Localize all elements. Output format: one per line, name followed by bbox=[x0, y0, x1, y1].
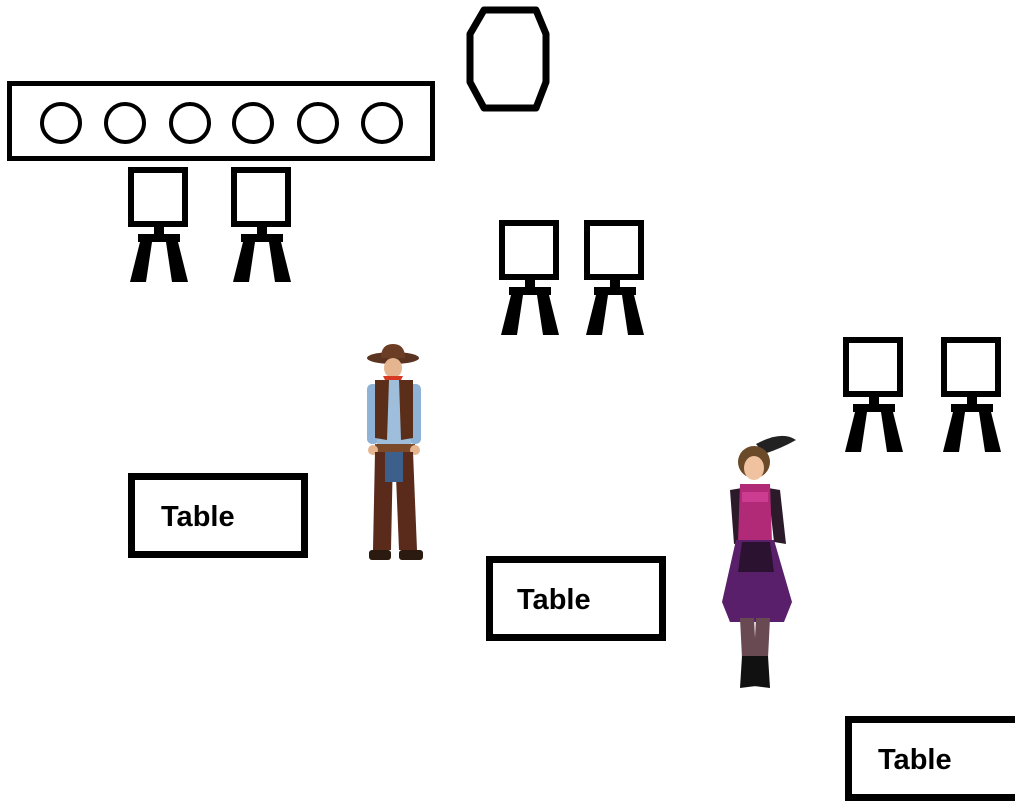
bar-shelf bbox=[7, 81, 435, 161]
shelf-circle bbox=[361, 102, 403, 144]
shelf-circle bbox=[104, 102, 146, 144]
shelf-circle bbox=[297, 102, 339, 144]
table-label: Table bbox=[517, 584, 591, 617]
cowboy-figure bbox=[355, 340, 445, 568]
table-label: Table bbox=[878, 744, 952, 777]
shelf-circle bbox=[40, 102, 82, 144]
chair-icon bbox=[837, 336, 911, 456]
chair-icon bbox=[122, 166, 196, 286]
shelf-circle bbox=[169, 102, 211, 144]
chair-icon bbox=[493, 219, 567, 339]
chair-icon bbox=[578, 219, 652, 339]
table-label: Table bbox=[161, 501, 235, 534]
shelf-circle bbox=[232, 102, 274, 144]
oval-mirror-icon bbox=[462, 4, 558, 114]
chair-icon bbox=[935, 336, 1009, 456]
saloon-girl-figure bbox=[712, 432, 802, 694]
chair-icon bbox=[225, 166, 299, 286]
